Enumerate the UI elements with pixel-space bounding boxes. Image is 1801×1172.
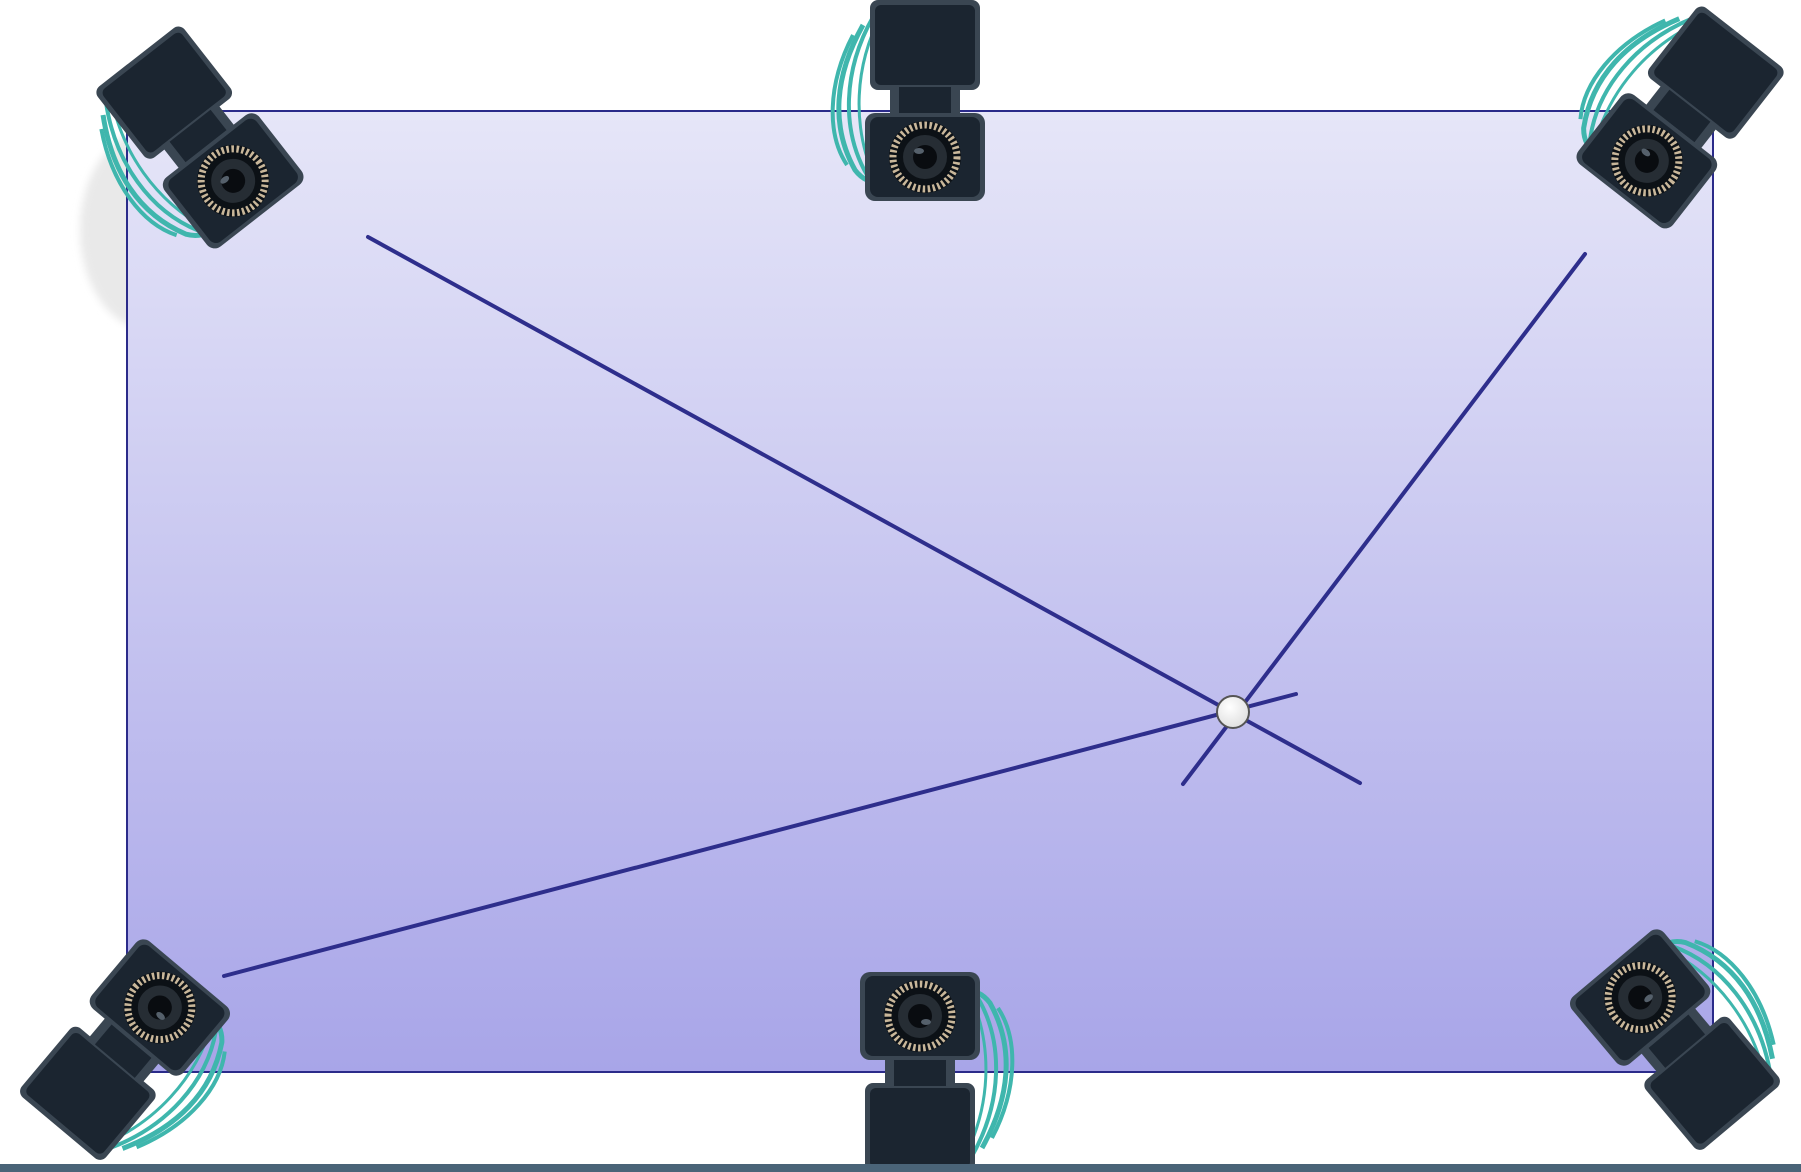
camera-top-center	[833, 0, 985, 201]
mocap-camera-icon	[833, 0, 985, 201]
bottom-bar	[0, 1164, 1801, 1172]
marker-dot-icon	[1217, 696, 1249, 728]
capture-volume	[127, 111, 1713, 1072]
